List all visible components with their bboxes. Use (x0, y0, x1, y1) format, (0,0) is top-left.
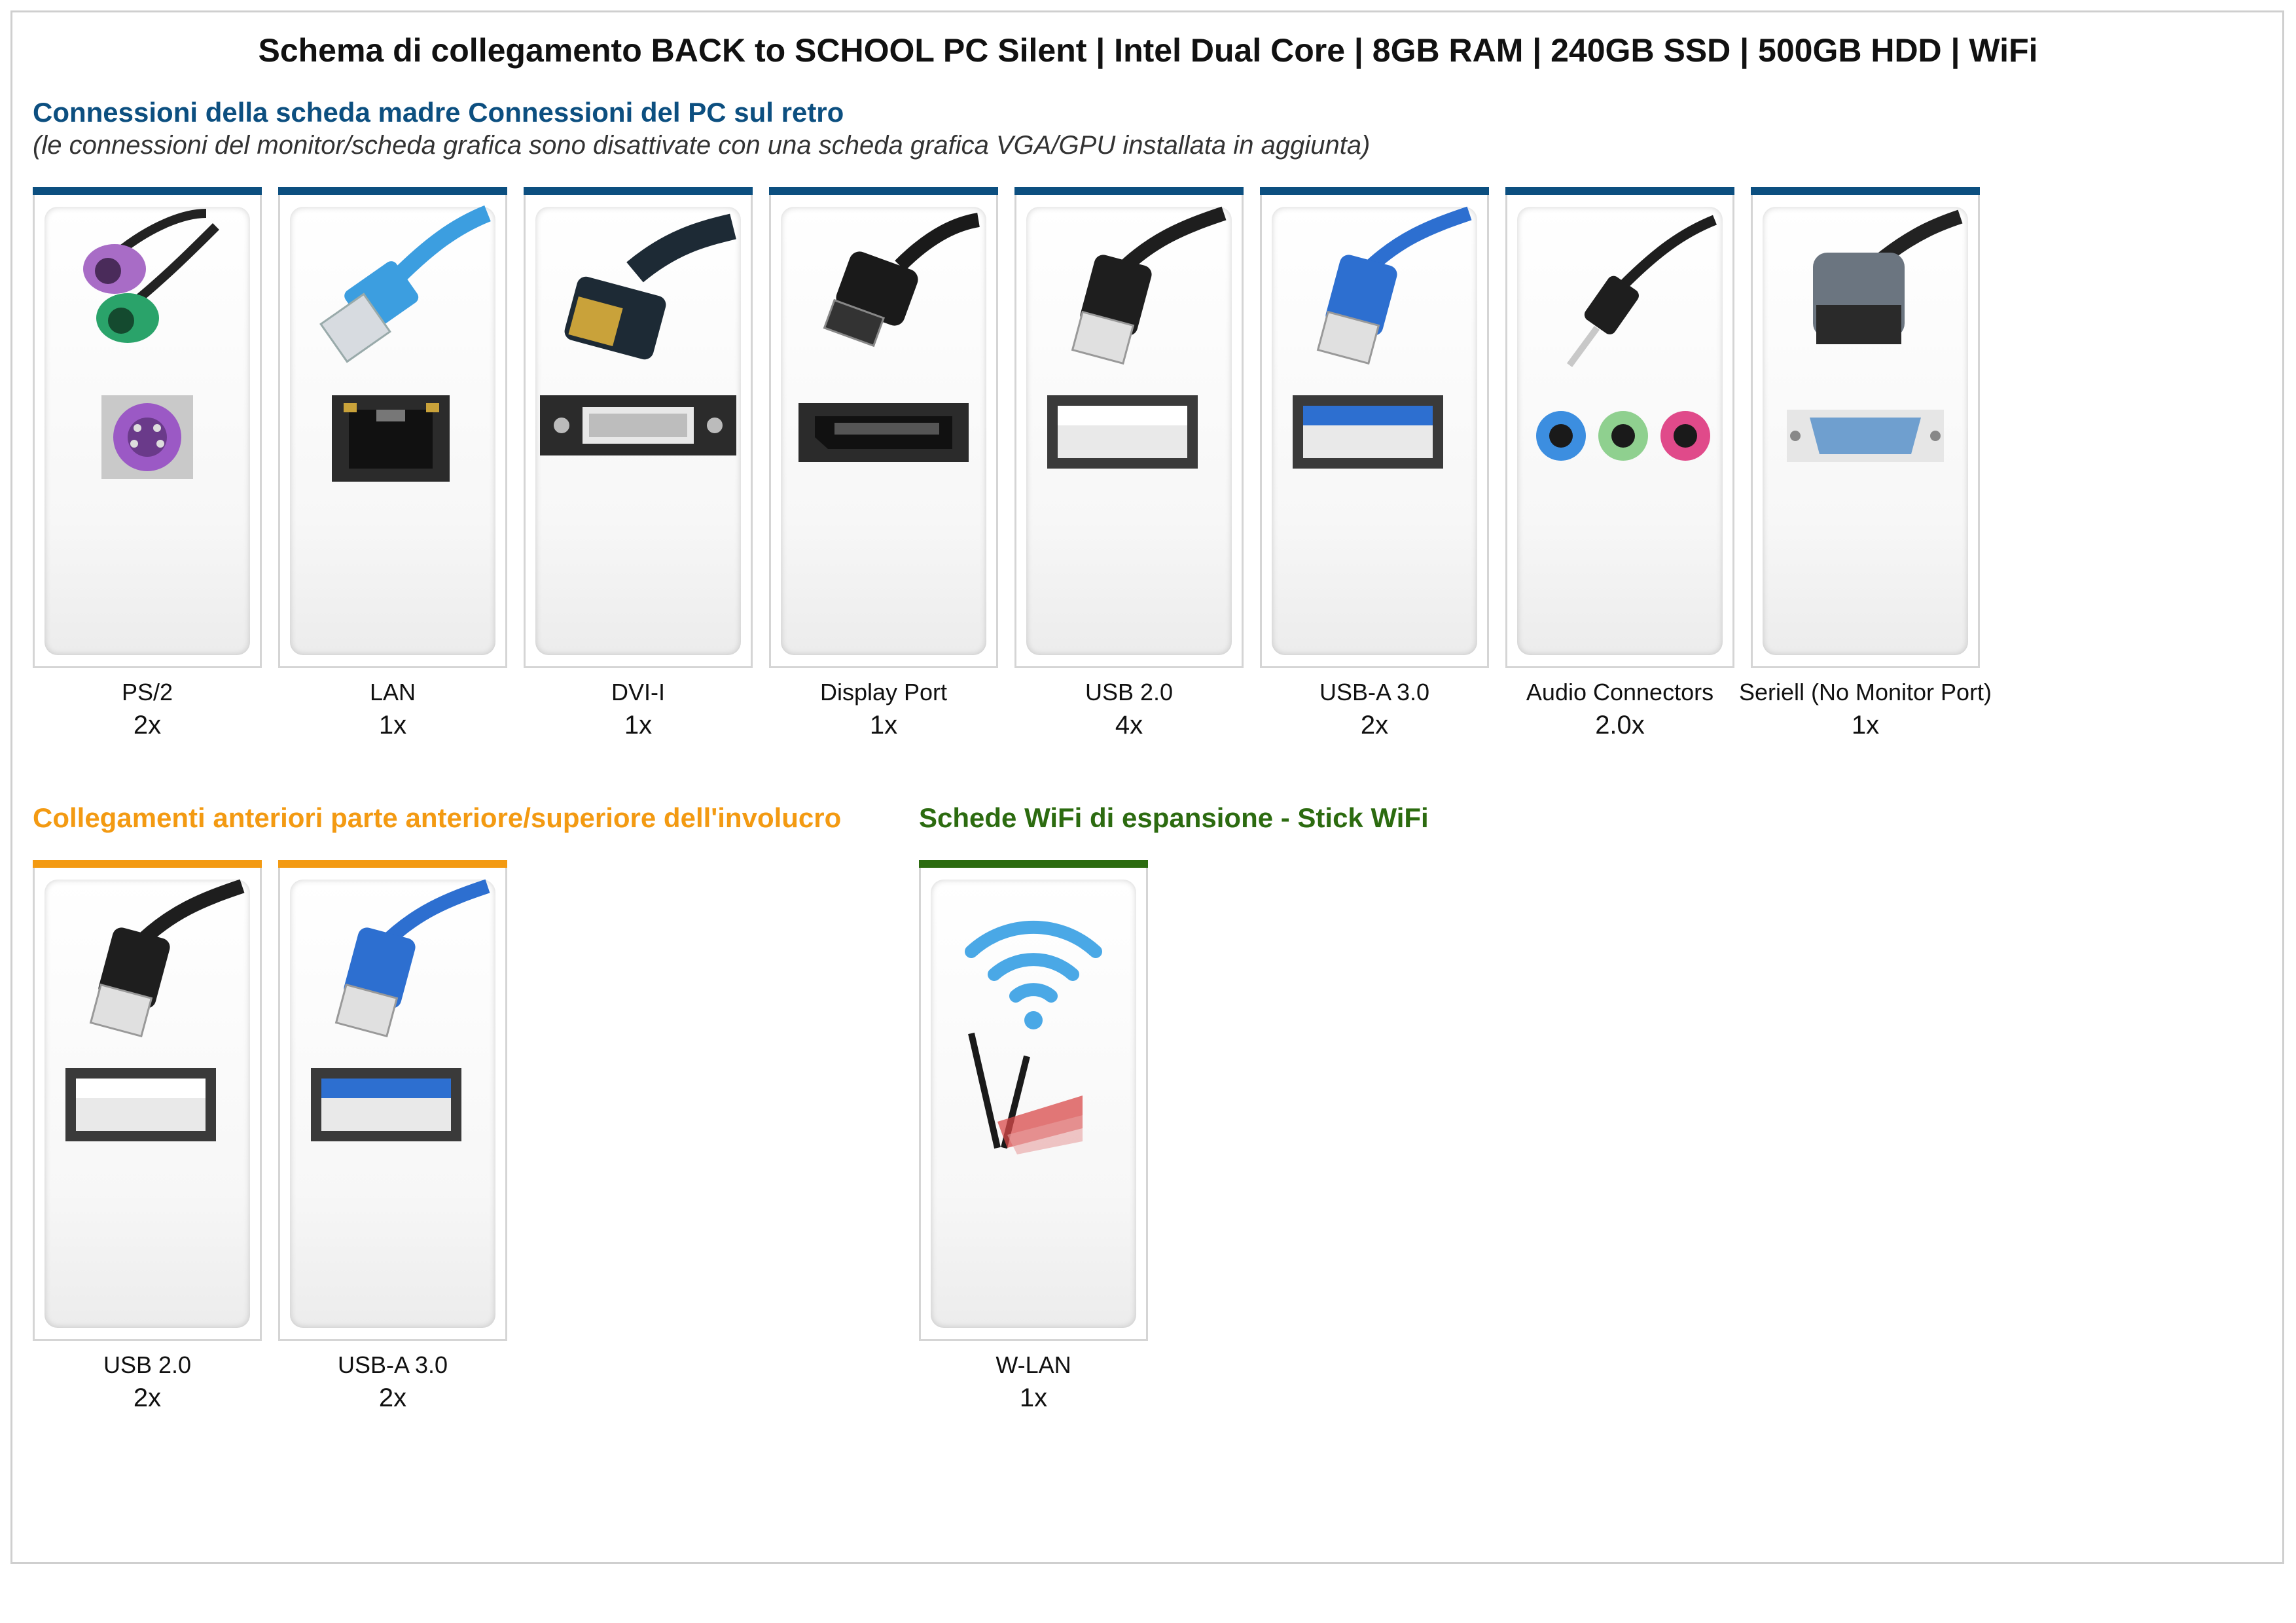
connector-card-lan: LAN 1x (278, 187, 507, 740)
page-frame (10, 10, 2284, 1564)
audio-connector-icon (1536, 215, 1717, 461)
front-card-usb3: USB-A 3.0 2x (278, 860, 507, 1412)
connector-label: USB 2.0 (1085, 679, 1174, 705)
connector-card-serial: Seriell (No Monitor Port) 1x (1739, 187, 1992, 740)
connector-qty: 1x (1019, 1383, 1048, 1412)
wifi-section-heading: Schede WiFi di espansione - Stick WiFi (919, 802, 1429, 833)
connector-label: PS/2 (121, 679, 173, 705)
connector-label: USB-A 3.0 (337, 1351, 448, 1378)
connector-qty: 2.0x (1595, 711, 1645, 740)
front-card-usb2: USB 2.0 2x (33, 860, 262, 1412)
connector-card-usb2: USB 2.0 4x (1014, 187, 1244, 740)
usb2-connector-icon (65, 879, 245, 1141)
usb3-connector-icon (311, 879, 490, 1141)
wifi-card: W-LAN 1x (919, 860, 1148, 1412)
connector-label: Audio Connectors (1526, 679, 1714, 705)
lan-connector-icon (319, 205, 491, 482)
page-title: Schema di collegamento BACK to SCHOOL PC… (258, 32, 2038, 69)
connector-card-audio: Audio Connectors 2.0x (1505, 187, 1734, 740)
connector-qty: 1x (624, 711, 653, 740)
connector-card-dvi: DVI-I 1x (524, 187, 753, 740)
serial-connector-icon (1787, 209, 1963, 462)
connector-label: LAN (369, 679, 416, 705)
connector-card-usb3: USB-A 3.0 2x (1260, 187, 1489, 740)
connector-qty: 1x (1851, 711, 1880, 740)
dvi-connector-icon (540, 213, 736, 455)
connector-qty: 2x (1360, 711, 1389, 740)
connector-qty: 2x (133, 1383, 162, 1412)
connector-card-ps2: PS/2 2x (33, 187, 262, 740)
connector-label: Seriell (No Monitor Port) (1738, 679, 1992, 705)
displayport-connector-icon (798, 213, 980, 462)
connector-label: DVI-I (611, 679, 665, 705)
back-section-heading: Connessioni della scheda madre Connessio… (33, 97, 844, 128)
usb2-connector-icon (1047, 206, 1227, 469)
connector-qty: 4x (1115, 711, 1143, 740)
wifi-card-icon (965, 920, 1102, 1154)
connector-card-displayport: Display Port 1x (769, 187, 998, 740)
connector-label: W-LAN (996, 1351, 1071, 1378)
front-section-heading: Collegamenti anteriori parte anteriore/s… (33, 802, 842, 833)
back-section-note: (le connessioni del monitor/scheda grafi… (33, 131, 1371, 160)
connector-label: USB-A 3.0 (1319, 679, 1430, 705)
connector-label: USB 2.0 (103, 1351, 192, 1378)
connector-label: Display Port (819, 679, 948, 705)
connector-qty: 1x (378, 711, 407, 740)
ps2-connector-icon (83, 209, 219, 479)
connector-qty: 2x (378, 1383, 407, 1412)
connector-qty: 2x (133, 711, 162, 740)
connector-qty: 1x (869, 711, 898, 740)
usb3-connector-icon (1293, 206, 1472, 469)
